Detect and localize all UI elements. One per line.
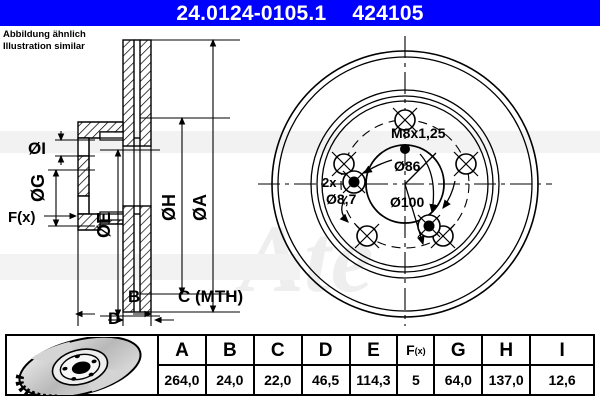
spec-header-a: A <box>159 336 205 366</box>
spec-value-d: 46,5 <box>311 372 340 388</box>
threaded-holes <box>342 170 441 238</box>
svg-text:Ate: Ate <box>235 205 373 312</box>
wheel-stud-holes <box>331 107 479 249</box>
brake-disc-section-view <box>77 39 152 313</box>
spec-header-c: C <box>254 336 301 366</box>
spec-value-b: 24,0 <box>216 372 244 388</box>
illustration-note-en: Illustration similar <box>3 40 85 52</box>
spec-column-h: H 137,0 <box>483 336 532 394</box>
label-bolt-circle-dia: Ø100 <box>390 194 424 210</box>
face-leaders <box>339 152 456 246</box>
brake-disc-image-cell <box>7 336 159 395</box>
threaded-hole-m8 <box>417 214 441 238</box>
illustration-note-de: Abbildung ähnlich <box>3 29 86 40</box>
spec-column-g: G 64,0 <box>435 336 484 394</box>
wheel-stud-hole <box>354 223 380 249</box>
label-d: D <box>108 309 120 326</box>
spec-column-b: B 24,0 <box>206 336 255 394</box>
wheel-stud-hole <box>453 151 479 177</box>
header-bar: 24.0124-0105.1 424105 <box>0 0 600 26</box>
spec-column-i: I 12,6 <box>531 336 594 394</box>
label-bore-dia: Ø86 <box>394 158 421 174</box>
spec-value-h: 137,0 <box>488 372 524 388</box>
spec-header-g: G <box>435 336 482 366</box>
label-hole-count: 2x <box>322 175 337 190</box>
part-number: 24.0124-0105.1 <box>176 1 327 25</box>
spec-header-d: D <box>302 336 349 366</box>
spec-value-c: 22,0 <box>264 372 292 388</box>
spec-header-fx-sub: (x) <box>414 345 426 356</box>
spec-value-e: 114,3 <box>356 372 391 388</box>
technical-drawing: Ate <box>0 26 600 326</box>
threaded-hole-m8 <box>342 170 366 194</box>
section-dimensions <box>44 38 240 326</box>
spec-header-b: B <box>206 336 253 366</box>
label-dia-g: ØG <box>28 174 48 202</box>
ate-watermark: Ate <box>0 131 600 312</box>
spec-column-c: C 22,0 <box>254 336 303 394</box>
spec-header-fx-base: F <box>406 342 415 358</box>
label-dia-i: ØI <box>28 139 46 158</box>
label-fx: F(x) <box>8 209 36 226</box>
spec-table: A 264,0 B 24,0 C 22,0 D 46,5 E 114,3 F(x… <box>5 334 595 396</box>
label-dia-a: ØA <box>190 194 210 221</box>
brake-disc-illustration <box>15 337 142 395</box>
spec-value-i: 12,6 <box>548 372 576 388</box>
spec-column-fx: F(x) 5 <box>398 336 436 394</box>
label-dia-e: ØE <box>94 212 114 238</box>
spec-column-a: A 264,0 <box>159 336 207 394</box>
label-thread-m8: M8x1,25 <box>391 125 446 141</box>
spec-value-fx: 5 <box>411 372 420 388</box>
label-hole-dia: Ø8,7 <box>326 191 357 207</box>
label-dia-h: ØH <box>159 194 179 221</box>
spec-header-e: E <box>350 336 397 366</box>
m8-locating-dot <box>400 144 410 154</box>
spec-column-e: E 114,3 <box>350 336 399 394</box>
label-c-mth: C (MTH) <box>178 287 243 306</box>
spec-header-i: I <box>531 336 594 366</box>
spec-value-a: 264,0 <box>164 372 200 388</box>
label-b: B <box>128 287 140 306</box>
spec-table-columns: A 264,0 B 24,0 C 22,0 D 46,5 E 114,3 F(x… <box>159 336 594 394</box>
spec-column-d: D 46,5 <box>302 336 351 394</box>
spec-value-g: 64,0 <box>444 372 472 388</box>
spec-header-h: H <box>483 336 530 366</box>
spec-header-fx: F(x) <box>398 336 434 366</box>
wheel-stud-hole <box>392 107 418 133</box>
illustration-note: Abbildung ähnlich Illustration similar <box>3 29 86 52</box>
reference-number: 424105 <box>352 1 424 25</box>
